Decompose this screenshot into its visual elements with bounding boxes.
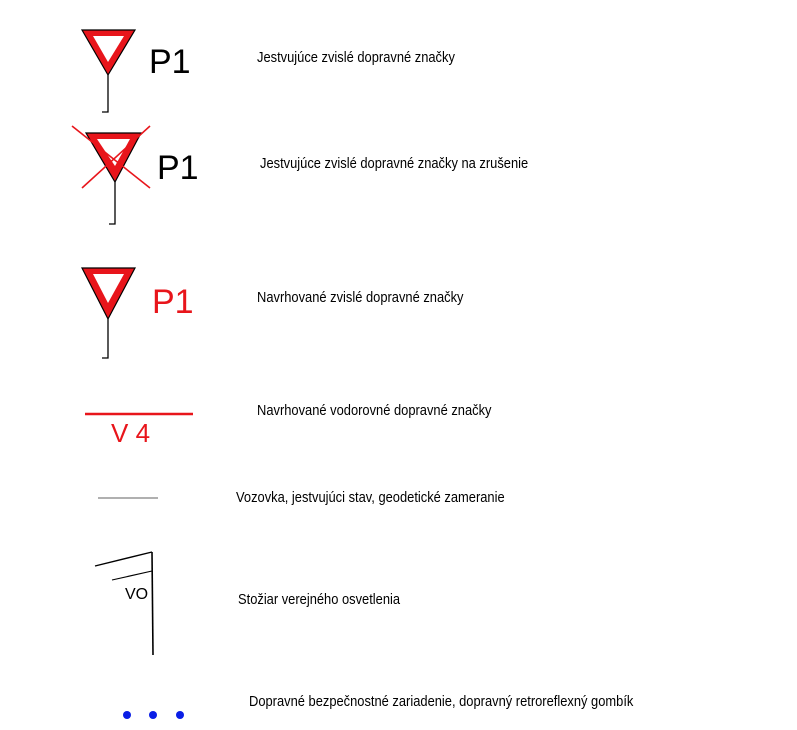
road-studs-symbol <box>123 711 184 719</box>
removed-sign-code: P1 <box>157 149 199 187</box>
stud-dot <box>123 711 131 719</box>
existing-sign-description: Jestvujúce zvislé dopravné značky <box>257 49 455 66</box>
stud-dot <box>149 711 157 719</box>
road-line-description: Vozovka, jestvujúci stav, geodetické zam… <box>236 489 505 506</box>
light-pole-description: Stožiar verejného osvetlenia <box>238 591 401 608</box>
light-pole-code: VO <box>125 586 148 603</box>
light-pole-symbol: VO <box>94 551 154 656</box>
proposed-sign-description: Navrhované zvislé dopravné značky <box>257 289 464 306</box>
existing-sign-symbol: P1 <box>80 29 191 113</box>
removed-sign-description: Jestvujúce zvislé dopravné značky na zru… <box>260 155 529 172</box>
cross-line <box>81 125 151 189</box>
proposed-sign-code: P1 <box>152 283 194 321</box>
proposed-sign-symbol: P1 <box>81 267 194 359</box>
cross-line <box>71 125 151 189</box>
removed-sign-symbol: P1 <box>71 125 199 225</box>
road-line-symbol <box>98 497 158 499</box>
existing-sign-code: P1 <box>149 43 191 81</box>
road-marking-description: Navrhované vodorovné dopravné značky <box>257 402 492 419</box>
road-marking-symbol: V 4 <box>85 412 193 448</box>
road-studs-description: Dopravné bezpečnostné zariadenie, doprav… <box>249 693 634 710</box>
stud-dot <box>176 711 184 719</box>
road-marking-code: V 4 <box>111 418 150 448</box>
